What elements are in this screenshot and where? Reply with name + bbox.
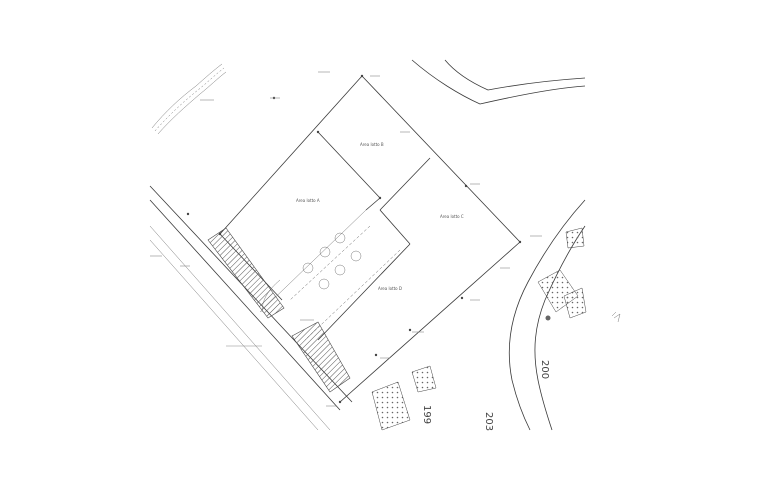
buildings <box>371 227 587 431</box>
lot-label: Area lotto C <box>440 214 464 219</box>
parcel-number: 200 <box>539 360 550 379</box>
lot-label: Area lotto B <box>360 142 384 147</box>
lot-boundaries <box>219 75 521 403</box>
road-right <box>508 199 586 431</box>
hatched-strip-lower <box>291 321 351 393</box>
hedge-top-left <box>151 63 223 129</box>
trees <box>302 232 362 290</box>
drawing-frame: 200 199 203 Area lotto B Area lotto A Ar… <box>149 59 621 431</box>
hatched-strip-upper <box>207 227 285 319</box>
lot-label: Area lotto D <box>378 286 402 291</box>
road-top-right <box>411 59 586 105</box>
margin-mark <box>611 311 621 323</box>
parcel-number: 199 <box>421 405 432 424</box>
lot-label: Area lotto A <box>296 198 320 203</box>
survey-points <box>186 74 522 404</box>
parcel-number: 203 <box>483 412 494 431</box>
dimension-marks <box>150 71 542 407</box>
